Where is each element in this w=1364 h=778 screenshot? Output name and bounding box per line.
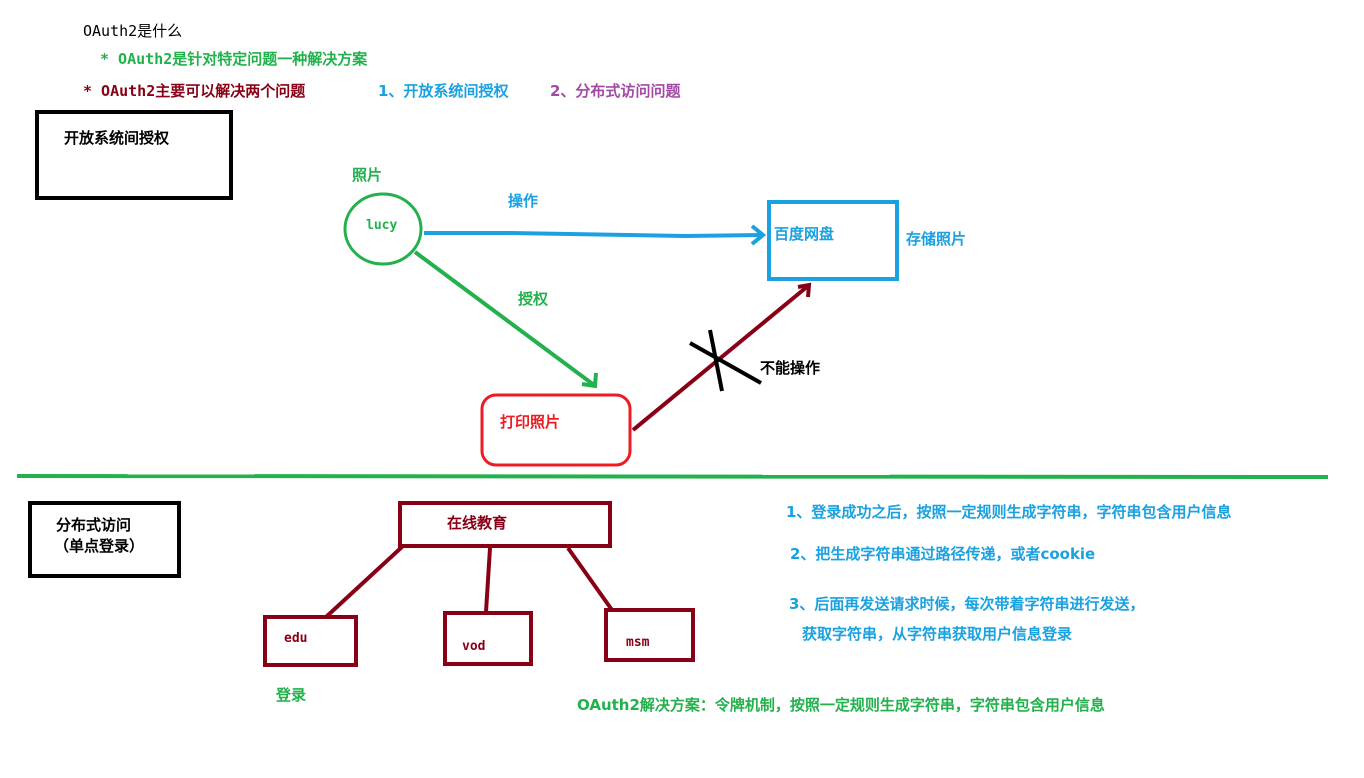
storage-label: 百度网盘: [774, 225, 835, 243]
child-node-box-msm: [604, 608, 695, 662]
operate-label: 操作: [508, 192, 539, 210]
user-circle: [343, 192, 423, 266]
cannot-operate-arrowhead: [797, 282, 812, 298]
store-photos-label: 存储照片: [906, 230, 967, 248]
child-node-label-vod: vod: [462, 639, 486, 654]
root-node-label: 在线教育: [447, 514, 508, 532]
print-label: 打印照片: [500, 413, 561, 431]
child-node-label-edu: edu: [284, 631, 308, 646]
authorize-label: 授权: [518, 290, 549, 308]
tree-edge-edu: [324, 544, 405, 619]
section2-label-line2: （单点登录）: [54, 537, 145, 555]
root-node-box: [398, 501, 612, 548]
child-node-box-edu: [263, 615, 358, 667]
section1-label-box: [35, 110, 233, 200]
section2-label-box: [28, 501, 181, 578]
solution-text: OAuth2解决方案：令牌机制，按照一定规则生成字符串，字符串包含用户信息: [577, 696, 1105, 714]
page-title: OAuth2是什么: [83, 22, 183, 40]
user-label: lucy: [366, 218, 398, 233]
tree-edge-msm: [566, 546, 614, 612]
problem-1: 1、开放系统间授权: [378, 82, 509, 100]
cannot-operate-label: 不能操作: [760, 359, 821, 377]
print-box: [480, 393, 632, 467]
step-3: 3、后面再发送请求时候，每次带着字符串进行发送，: [789, 595, 1145, 613]
child-node-label-msm: msm: [626, 635, 650, 650]
photo-label: 照片: [352, 166, 383, 184]
authorize-arrow: [413, 250, 596, 387]
step-1: 1、登录成功之后，按照一定规则生成字符串，字符串包含用户信息: [786, 503, 1232, 521]
step-2: 2、把生成字符串通过路径传递，或者cookie: [790, 545, 1096, 563]
forbidden-cross: [689, 329, 762, 392]
tree-edge-vod: [484, 547, 492, 613]
login-label: 登录: [276, 686, 307, 704]
storage-box: [767, 200, 899, 281]
step-3-continued: 获取字符串，从字符串获取用户信息登录: [802, 625, 1073, 643]
header-point-1: * OAuth2是针对特定问题一种解决方案: [100, 50, 368, 68]
header-point-2: * OAuth2主要可以解决两个问题: [83, 82, 306, 100]
child-node-box-vod: [443, 611, 533, 666]
section1-label: 开放系统间授权: [64, 129, 170, 147]
section-divider: [16, 474, 1329, 479]
section2-label-line1: 分布式访问: [56, 516, 132, 534]
operate-arrow: [424, 231, 763, 239]
authorize-arrowhead: [581, 372, 598, 389]
operate-arrowhead: [750, 224, 767, 246]
problem-2: 2、分布式访问问题: [550, 82, 681, 100]
